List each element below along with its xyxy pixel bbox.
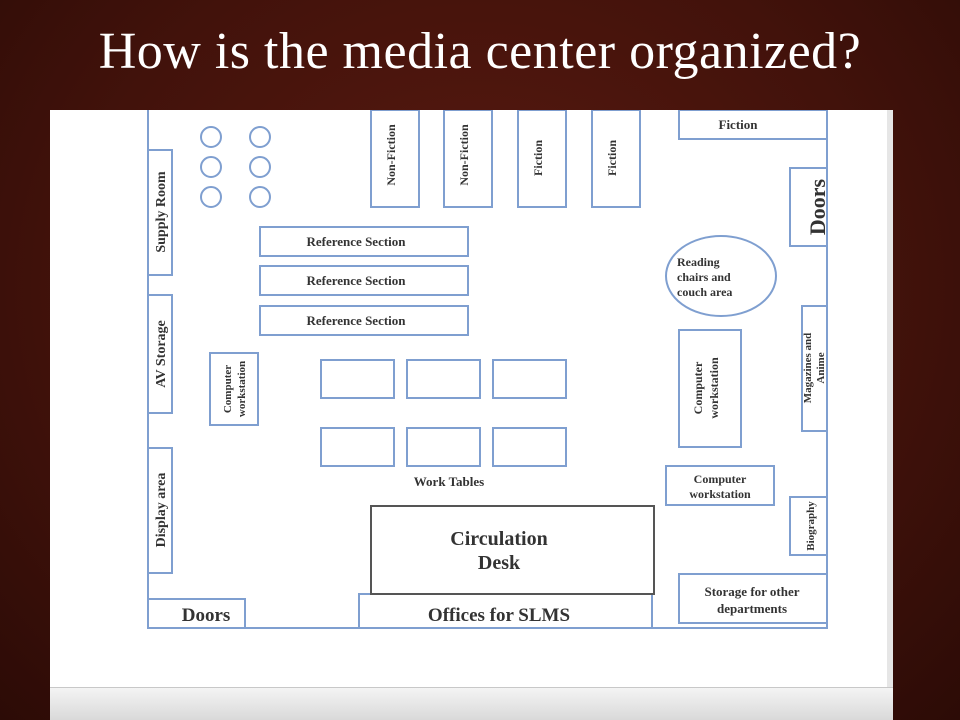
work-table-2 bbox=[406, 359, 481, 399]
chair-circle bbox=[249, 126, 271, 148]
label-doors-right: Doors bbox=[805, 178, 830, 235]
label-computer-right-2: workstation bbox=[707, 357, 721, 419]
work-table-1 bbox=[320, 359, 395, 399]
biography-shelf bbox=[789, 496, 828, 556]
label-magazines-1: Magazines and bbox=[802, 333, 814, 404]
chair-circle bbox=[200, 186, 222, 208]
label-fiction-1: Fiction bbox=[531, 140, 545, 176]
computer-workstation-left bbox=[209, 352, 259, 426]
chair-circle bbox=[200, 126, 222, 148]
fiction-top-shelf bbox=[678, 110, 828, 140]
label-offices: Offices for SLMS bbox=[428, 605, 570, 626]
label-non-fiction-1: Non-Fiction bbox=[384, 124, 398, 186]
reference-section-3 bbox=[259, 305, 469, 336]
non-fiction-shelf-2 bbox=[443, 110, 493, 208]
work-table-3 bbox=[492, 359, 567, 399]
label-non-fiction-2: Non-Fiction bbox=[457, 124, 471, 186]
doors-left bbox=[147, 598, 246, 629]
label-reading-1: Reading bbox=[677, 255, 720, 269]
reading-area bbox=[665, 235, 777, 317]
label-computer-left-2: workstation bbox=[236, 361, 248, 417]
floorplan-image: Fiction Doors Non-Fiction Non-Fiction Fi… bbox=[50, 110, 893, 720]
label-work-tables: Work Tables bbox=[414, 474, 484, 489]
label-doors-left: Doors bbox=[182, 605, 231, 626]
label-computer-right-1: Computer bbox=[691, 361, 705, 414]
label-av-storage: AV Storage bbox=[154, 320, 169, 388]
label-storage-2: departments bbox=[717, 601, 787, 616]
chair-circle bbox=[249, 156, 271, 178]
circulation-desk bbox=[370, 505, 655, 595]
work-table-5 bbox=[406, 427, 481, 467]
label-reference-1: Reference Section bbox=[306, 234, 406, 249]
chair-circle bbox=[249, 186, 271, 208]
work-table-6 bbox=[492, 427, 567, 467]
label-computer-left-1: Computer bbox=[222, 365, 234, 413]
fiction-shelf-1 bbox=[517, 110, 567, 208]
label-reference-3: Reference Section bbox=[306, 313, 406, 328]
reference-section-2 bbox=[259, 265, 469, 296]
label-circulation-1: Circulation bbox=[450, 528, 547, 550]
offices-slms bbox=[358, 593, 653, 629]
supply-room bbox=[147, 149, 173, 276]
label-reading-2: chairs and bbox=[677, 270, 731, 284]
label-display-area: Display area bbox=[154, 473, 169, 548]
work-table-4 bbox=[320, 427, 395, 467]
image-bottom-shade bbox=[50, 687, 893, 720]
computer-workstation-small bbox=[665, 465, 775, 506]
label-fiction-top: Fiction bbox=[719, 117, 759, 132]
label-magazines-2: Anime bbox=[815, 352, 827, 383]
fiction-shelf-2 bbox=[591, 110, 641, 208]
slide-title: How is the media center organized? bbox=[98, 23, 862, 80]
computer-workstation-right bbox=[678, 329, 742, 448]
label-circulation-2: Desk bbox=[478, 552, 521, 574]
storage-other-departments bbox=[678, 573, 828, 624]
label-supply-room: Supply Room bbox=[154, 171, 169, 253]
label-computer-small-2: workstation bbox=[689, 487, 751, 501]
label-storage-1: Storage for other bbox=[704, 584, 799, 599]
image-edge-shade bbox=[887, 110, 893, 720]
label-reading-3: couch area bbox=[677, 285, 732, 299]
label-reference-2: Reference Section bbox=[306, 273, 406, 288]
magazines-anime bbox=[801, 305, 828, 432]
label-computer-small-1: Computer bbox=[694, 472, 747, 486]
display-area bbox=[147, 447, 173, 574]
chair-circle bbox=[200, 156, 222, 178]
doors-right bbox=[789, 167, 828, 247]
non-fiction-shelf-1 bbox=[370, 110, 420, 208]
av-storage bbox=[147, 294, 173, 414]
label-fiction-2: Fiction bbox=[605, 140, 619, 176]
floorplan-diagram: Fiction Doors Non-Fiction Non-Fiction Fi… bbox=[147, 110, 830, 629]
label-biography: Biography bbox=[805, 501, 817, 551]
reference-section-1 bbox=[259, 226, 469, 257]
